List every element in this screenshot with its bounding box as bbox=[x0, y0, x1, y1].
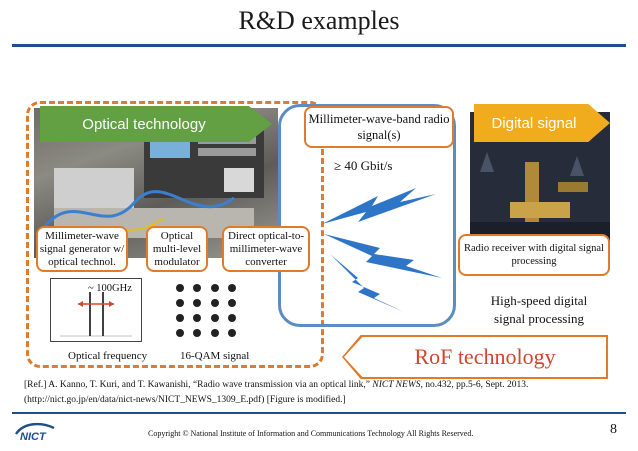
radio-receiver-label: Radio receiver with digital signal proce… bbox=[458, 234, 610, 276]
rof-technology-callout: RoF technology bbox=[342, 335, 608, 379]
optical-frequency-label: Optical frequency bbox=[68, 350, 148, 362]
radio-waves-graphic bbox=[322, 188, 442, 312]
reference-citation: [Ref.] A. Kanno, T. Kuri, and T. Kawanis… bbox=[24, 378, 624, 408]
svg-text:NICT: NICT bbox=[20, 431, 47, 442]
lightning-bolt-icon bbox=[324, 234, 442, 278]
reference-line-1: [Ref.] A. Kanno, T. Kuri, and T. Kawanis… bbox=[24, 380, 529, 390]
digital-signal-banner: Digital signal bbox=[474, 104, 610, 142]
qam-constellation-plot bbox=[168, 278, 244, 342]
radio-section-frame bbox=[278, 104, 456, 327]
optical-spectrum-plot bbox=[50, 278, 142, 342]
page-number: 8 bbox=[610, 422, 617, 437]
copyright-notice: Copyright © National Institute of Inform… bbox=[148, 429, 474, 438]
lightning-bolt-icon bbox=[322, 188, 436, 224]
dsp-label: High-speed digital signal processing bbox=[490, 293, 588, 326]
mmw-generator-label: Millimeter-wave signal generator w/ opti… bbox=[36, 226, 128, 272]
footer-divider bbox=[12, 412, 626, 414]
slide-title: R&D examples bbox=[238, 6, 400, 35]
optical-modulator-label: Optical multi-level modulator bbox=[146, 226, 208, 272]
reference-line-2: (http://nict.go.jp/en/data/nict-news/NIC… bbox=[24, 395, 346, 405]
spectrum-spacing-label: ~ 100GHz bbox=[88, 283, 132, 294]
optical-mmw-converter-label: Direct optical-to-millimeter-wave conver… bbox=[222, 226, 310, 272]
optical-technology-banner: Optical technology bbox=[40, 106, 272, 142]
optical-section-frame bbox=[26, 101, 324, 368]
mmw-radio-signal-label: Millimeter-wave-band radio signal(s) bbox=[304, 106, 454, 148]
qam-signal-label: 16-QAM signal bbox=[180, 350, 250, 362]
data-rate-label: ≥ 40 Gbit/s bbox=[334, 158, 393, 173]
rof-technology-label: RoF technology bbox=[344, 337, 606, 377]
nict-logo: NICT bbox=[15, 422, 55, 442]
title-divider bbox=[12, 44, 626, 47]
